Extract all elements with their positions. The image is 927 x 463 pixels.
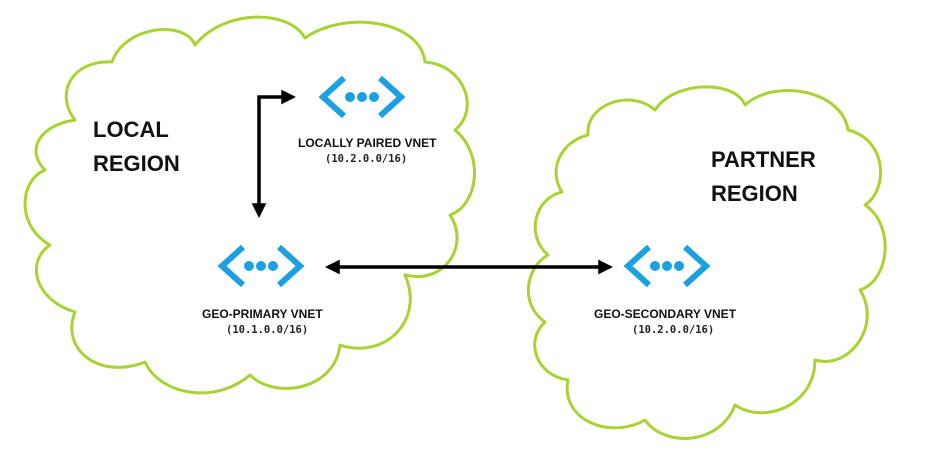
partner-region-label-line2: REGION <box>711 181 798 206</box>
locally-paired-vnet-cidr: (10.2.0.0/16) <box>325 153 408 165</box>
arrow-primary-to-locally-paired <box>251 89 296 218</box>
geo-primary-vnet-cidr: (10.1.0.0/16) <box>226 324 309 336</box>
geo-primary-vnet-icon <box>217 244 305 288</box>
geo-primary-vnet-name: GEO-PRIMARY VNET <box>202 307 323 321</box>
local-region-cloud <box>23 15 476 395</box>
partner-region-label: PARTNER REGION <box>711 143 816 211</box>
geo-secondary-vnet-cidr: (10.2.0.0/16) <box>632 324 715 336</box>
locally-paired-vnet-name: LOCALLY PAIRED VNET <box>298 136 437 150</box>
local-region-label: LOCAL REGION <box>93 113 180 181</box>
locally-paired-vnet-icon <box>318 75 406 119</box>
local-region-label-line2: REGION <box>93 151 180 176</box>
geo-secondary-vnet-icon <box>623 244 711 288</box>
partner-region-label-line1: PARTNER <box>711 147 816 172</box>
partner-region-cloud <box>527 85 887 440</box>
geo-secondary-vnet-name: GEO-SECONDARY VNET <box>594 307 737 321</box>
local-region-label-line1: LOCAL <box>93 117 169 142</box>
